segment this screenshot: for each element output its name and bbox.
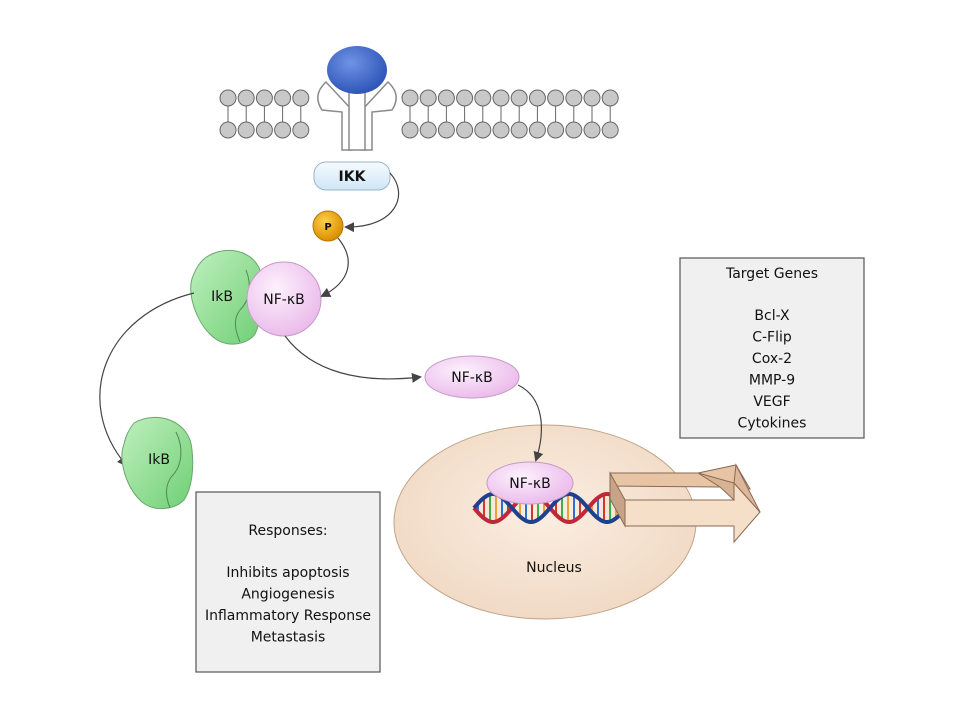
lipid-head — [565, 121, 583, 139]
nfkb-free-node — [424, 355, 520, 399]
lipid-head — [456, 89, 474, 107]
phosphate-label: P — [324, 222, 331, 233]
arrow-nfkb-to-nucleus — [517, 384, 544, 462]
lipid-head — [255, 89, 273, 107]
lipid-head — [255, 121, 273, 139]
dna-strand — [472, 492, 632, 524]
ikb-complex-shape — [190, 249, 263, 345]
lipid-head — [237, 121, 255, 139]
responses-box — [195, 491, 381, 673]
lipid-head — [601, 121, 619, 139]
lipid-head — [474, 121, 492, 139]
lipid-head — [565, 89, 583, 107]
target-genes-box — [679, 257, 865, 439]
target-genes-title: Target Genes — [725, 266, 818, 282]
target-gene-item: MMP-9 — [749, 373, 795, 389]
ikb-free-fold-line — [166, 431, 182, 509]
lipid-head — [456, 121, 474, 139]
target-gene-item: Cytokines — [738, 416, 807, 432]
ikk-node — [313, 161, 391, 191]
lipid-head — [583, 89, 601, 107]
target-gene-item: VEGF — [753, 394, 790, 410]
lipid-head — [583, 121, 601, 139]
lipid-head — [437, 89, 455, 107]
transcription-arrow — [609, 463, 761, 544]
lipid-head — [547, 89, 565, 107]
ligand-blob — [327, 46, 387, 94]
lipid-head — [419, 89, 437, 107]
lipid-head — [401, 121, 419, 139]
ikb-free-label: IkB — [148, 452, 170, 468]
lipid-head — [510, 89, 528, 107]
response-item: Inflammatory Response — [205, 608, 371, 624]
lipid-head — [492, 121, 510, 139]
lipid-head — [510, 121, 528, 139]
ikk-label: IKK — [339, 169, 367, 185]
phosphate-node — [312, 210, 344, 242]
nfkb-complex-label: NF-κB — [263, 292, 304, 308]
target-gene-item: Cox-2 — [752, 351, 792, 367]
cell-membrane — [219, 89, 619, 139]
ikb-free-shape — [121, 416, 194, 509]
lipid-head — [292, 121, 310, 139]
lipid-head — [237, 89, 255, 107]
lipid-head — [401, 89, 419, 107]
nfkb-nuclear-label: NF-κB — [509, 476, 550, 492]
lipid-head — [219, 121, 237, 139]
lipid-head — [601, 89, 619, 107]
response-item: Inhibits apoptosis — [226, 565, 349, 581]
nfkb-nuclear-node — [486, 461, 574, 505]
arrow-phosphate-to-nfkb — [320, 237, 349, 297]
lipid-head — [528, 121, 546, 139]
target-gene-item: Bcl-X — [754, 308, 790, 324]
lipid-head — [474, 89, 492, 107]
target-gene-item: C-Flip — [752, 330, 792, 346]
arrow-ikk-to-phosphate — [344, 172, 400, 233]
lipid-head — [292, 89, 310, 107]
arrow-ikb-release — [99, 292, 195, 467]
response-item: Metastasis — [251, 630, 326, 646]
responses-list: Inhibits apoptosisAngiogenesisInflammato… — [205, 565, 371, 646]
response-item: Angiogenesis — [241, 587, 334, 603]
lipid-head — [437, 121, 455, 139]
lipid-head — [274, 89, 292, 107]
lipid-head — [219, 89, 237, 107]
nfkb-complex-node — [246, 261, 322, 337]
ikb-fold-line — [234, 269, 250, 343]
lipid-head — [419, 121, 437, 139]
ikb-complex-label: IkB — [211, 289, 233, 305]
nucleus-label: Nucleus — [526, 560, 582, 576]
lipid-head — [492, 89, 510, 107]
lipid-head — [528, 89, 546, 107]
arrow-nfkb-release — [284, 335, 422, 383]
lipid-head — [547, 121, 565, 139]
nfkb-free-label: NF-κB — [451, 370, 492, 386]
lipid-head — [274, 121, 292, 139]
responses-title: Responses: — [248, 523, 327, 539]
